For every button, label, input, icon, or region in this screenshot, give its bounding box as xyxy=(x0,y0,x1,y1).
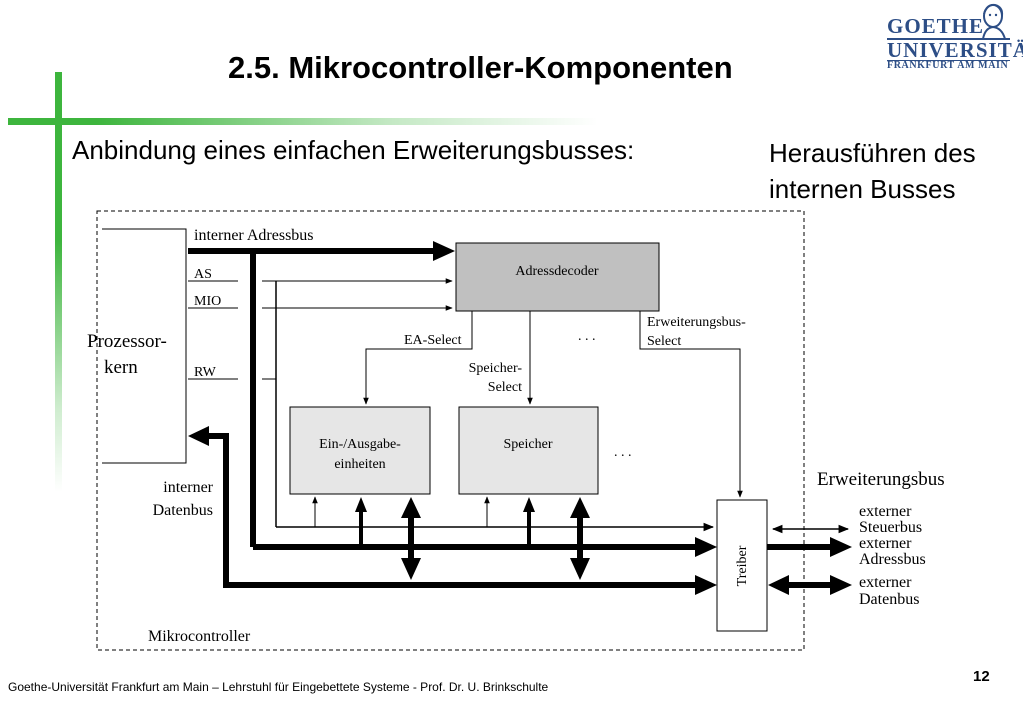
processor-label-line1: Prozessor- xyxy=(87,331,167,352)
ea-select-line xyxy=(363,311,473,405)
label-mikrocontroller: Mikrocontroller xyxy=(148,628,251,645)
logo-rule xyxy=(887,38,1010,40)
microcontroller-boundary xyxy=(96,210,805,651)
label-interner-datenbus-line1: interner xyxy=(163,479,213,496)
label-ext-adressbus-line1: externer xyxy=(859,535,912,552)
side-note-line1: Herausführen des xyxy=(769,138,976,168)
accent-bar-horizontal xyxy=(8,118,598,125)
side-note: Herausführen des internen Busses xyxy=(769,135,976,207)
ein-ausgabe-label-line1: Ein-/Ausgabe- xyxy=(319,437,401,452)
ein-ausgabe-label-line2: einheiten xyxy=(334,457,385,472)
accent-bar-vertical xyxy=(55,72,62,492)
treiber-box xyxy=(716,499,768,632)
logo-line3: FRANKFURT AM MAIN xyxy=(887,60,1009,71)
processor-core-box xyxy=(102,228,187,464)
adressdecoder-box xyxy=(455,242,660,312)
label-ext-steuerbus-line2: Steuerbus xyxy=(859,519,922,536)
label-interner-datenbus-line2: Datenbus xyxy=(153,502,213,519)
treiber-label: Treiber xyxy=(735,545,750,586)
speicher-address-arrowhead xyxy=(523,497,535,512)
datenbus-treiber-arrowhead xyxy=(695,575,717,595)
adressbus-treiber-arrowhead xyxy=(695,537,717,557)
eio-address-arrowhead xyxy=(355,497,367,512)
slide-subtitle: Anbindung eines einfachen Erweiterungsbu… xyxy=(72,135,635,165)
goethe-portrait-icon xyxy=(982,3,1006,40)
label-ea-select: EA-Select xyxy=(404,333,462,348)
ext-datenbus-arrowhead-left xyxy=(768,575,789,595)
adressbus-arrowhead xyxy=(433,241,455,261)
slide-title: 2.5. Mikrocontroller-Komponenten xyxy=(228,50,733,85)
label-ext-adressbus-line2: Adressbus xyxy=(859,551,926,568)
side-note-line2: internen Busses xyxy=(769,174,956,204)
label-rw: RW xyxy=(194,365,217,380)
datenbus-processor-arrowhead xyxy=(188,426,209,446)
label-erweiterungsbus-select-line1: Erweiterungsbus- xyxy=(647,315,746,330)
logo-line2: UNIVERSITÄT xyxy=(887,38,1023,62)
label-ext-datenbus-line1: externer xyxy=(859,574,912,591)
speicher-data-arrowhead-down xyxy=(570,558,590,580)
speicher-box xyxy=(458,406,599,495)
label-ext-datenbus-line2: Datenbus xyxy=(859,591,919,608)
ein-ausgabe-box xyxy=(289,406,431,495)
label-erweiterungsbus-select-line2: Select xyxy=(647,334,681,349)
module-dots: . . . xyxy=(614,445,632,460)
label-as: AS xyxy=(194,267,212,282)
decoder-dots: . . . xyxy=(578,329,596,344)
label-speicher-select-line2: Select xyxy=(488,380,522,395)
processor-label-line2: kern xyxy=(104,357,138,378)
adressdecoder-label: Adressdecoder xyxy=(515,264,599,279)
footer-text: Goethe-Universität Frankfurt am Main – L… xyxy=(8,680,549,694)
ext-datenbus-arrowhead-right xyxy=(830,575,852,595)
speicher-label: Speicher xyxy=(504,437,553,452)
label-interner-adressbus: interner Adressbus xyxy=(194,227,314,244)
logo-rule-2 xyxy=(887,60,1010,61)
speicher-data-arrowhead-up xyxy=(570,497,590,518)
label-speicher-select-line1: Speicher- xyxy=(469,361,523,376)
logo-line1: GOETHE xyxy=(887,14,985,38)
page-number: 12 xyxy=(973,668,990,685)
label-erweiterungsbus: Erweiterungsbus xyxy=(817,469,945,490)
label-ext-steuerbus-line1: externer xyxy=(859,503,912,520)
erweiterungsbus-select-line xyxy=(639,311,743,498)
label-mio: MIO xyxy=(194,294,221,309)
ext-adressbus-arrowhead xyxy=(830,537,852,557)
eio-data-arrowhead-down xyxy=(401,558,421,580)
eio-data-arrowhead-up xyxy=(401,497,421,518)
